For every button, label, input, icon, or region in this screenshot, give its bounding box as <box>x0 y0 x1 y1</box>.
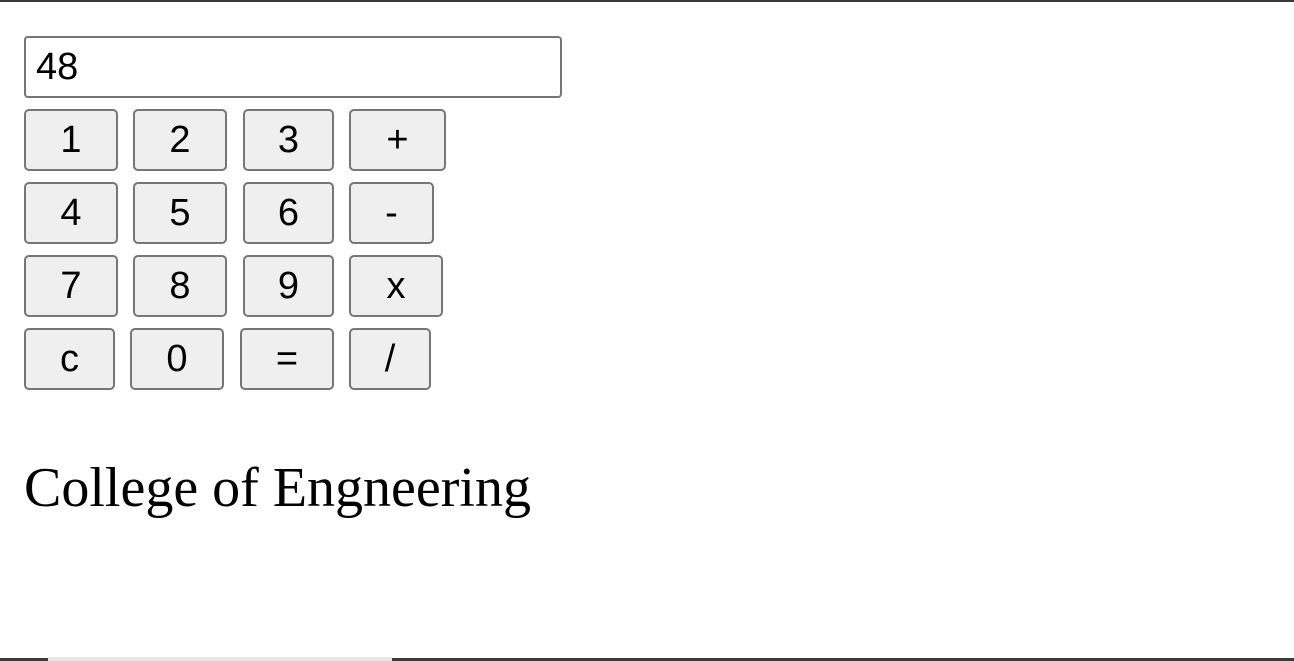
key-3-button[interactable]: 3 <box>243 109 334 171</box>
college-title: College of Engneering <box>24 457 531 519</box>
key-5-button[interactable]: 5 <box>133 182 227 244</box>
key-0-button[interactable]: 0 <box>130 328 224 390</box>
calculator-display[interactable] <box>24 36 562 98</box>
key-4-button[interactable]: 4 <box>24 182 118 244</box>
key-divide-button[interactable]: / <box>349 328 431 390</box>
key-2-button[interactable]: 2 <box>133 109 227 171</box>
horizontal-scrollbar-thumb[interactable] <box>48 657 392 661</box>
key-clear-button[interactable]: c <box>24 328 115 390</box>
window-top-border <box>0 0 1294 2</box>
window-bottom-border <box>0 658 1294 661</box>
key-minus-button[interactable]: - <box>349 182 434 244</box>
key-1-button[interactable]: 1 <box>24 109 118 171</box>
key-9-button[interactable]: 9 <box>243 255 334 317</box>
key-8-button[interactable]: 8 <box>133 255 227 317</box>
key-multiply-button[interactable]: x <box>349 255 443 317</box>
key-7-button[interactable]: 7 <box>24 255 118 317</box>
key-plus-button[interactable]: + <box>349 109 446 171</box>
key-equals-button[interactable]: = <box>240 328 334 390</box>
key-6-button[interactable]: 6 <box>243 182 334 244</box>
